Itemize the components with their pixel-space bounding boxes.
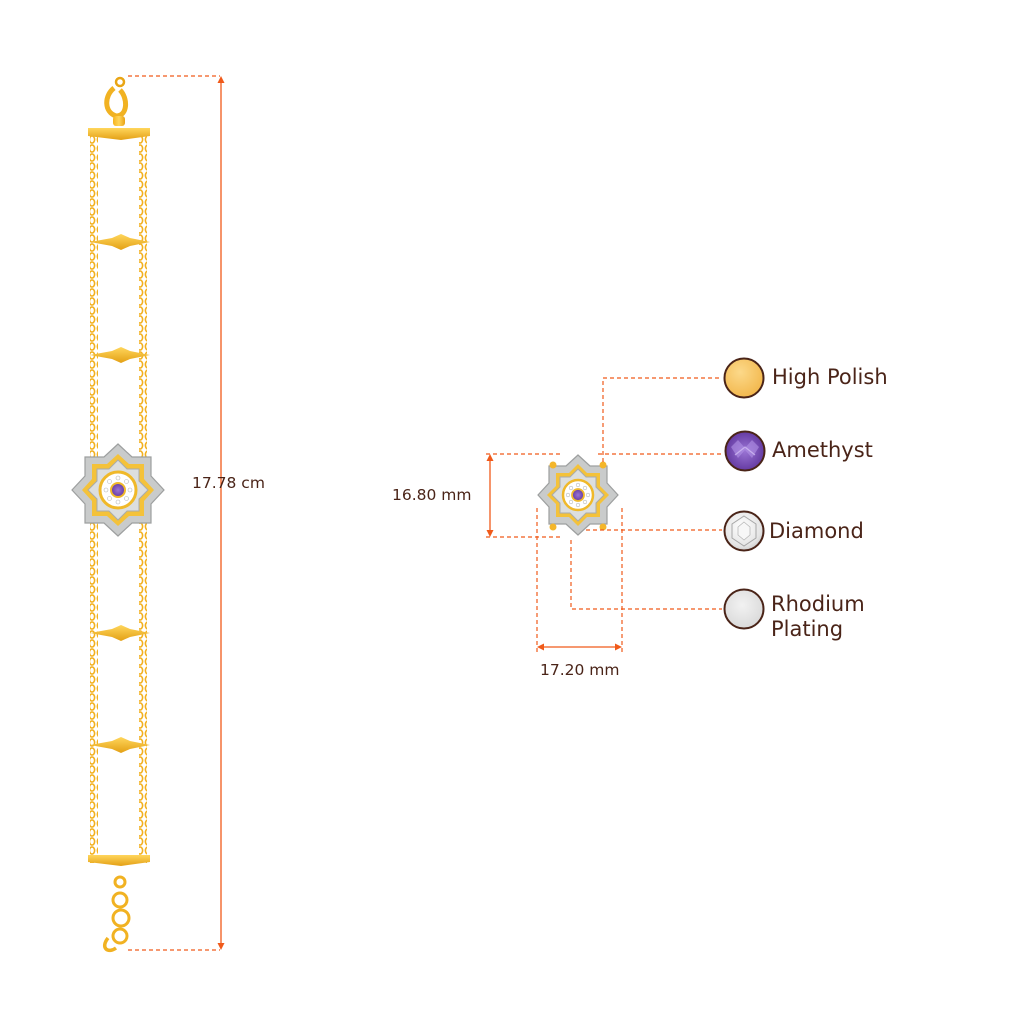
legend-label-amethyst: Amethyst	[772, 438, 873, 462]
pendant-width-label: 17.20 mm	[540, 661, 620, 679]
diamond-swatch-icon	[723, 510, 765, 552]
legend-item-rhodium-plating: Rhodium Plating	[723, 588, 865, 641]
material-legend: High Polish Amethyst Diamond	[723, 357, 888, 641]
legend-label-plating: Plating	[771, 617, 843, 641]
legend-label-rhodium: Rhodium	[771, 592, 865, 616]
rhodium-plating-swatch-icon	[723, 588, 765, 630]
legend-item-high-polish: High Polish	[723, 357, 888, 399]
high-polish-swatch-icon	[723, 357, 765, 399]
legend-label-high-polish: High Polish	[772, 365, 888, 389]
bracelet-end-bar-bottom	[88, 855, 150, 866]
bracelet-end-bar-top	[88, 128, 150, 140]
bracelet-star-pendant	[71, 443, 165, 537]
bracelet-length-label: 17.78 cm	[192, 474, 265, 492]
lobster-clasp	[104, 76, 128, 126]
extension-rings	[103, 875, 131, 953]
legend-leader-lines	[570, 377, 722, 610]
amethyst-swatch-icon	[724, 430, 766, 472]
bracelet-illustration	[71, 76, 165, 953]
pendant-height-dimension	[486, 453, 560, 538]
legend-label-diamond: Diamond	[769, 519, 864, 543]
legend-item-diamond: Diamond	[723, 510, 864, 552]
bracelet-spacer-bars	[90, 234, 150, 753]
pendant-width-dimension	[536, 508, 623, 652]
legend-item-amethyst: Amethyst	[724, 430, 873, 472]
pendant-detail-illustration	[537, 454, 619, 536]
pendant-height-label: 16.80 mm	[392, 486, 472, 504]
bracelet-length-dimension	[128, 75, 225, 951]
